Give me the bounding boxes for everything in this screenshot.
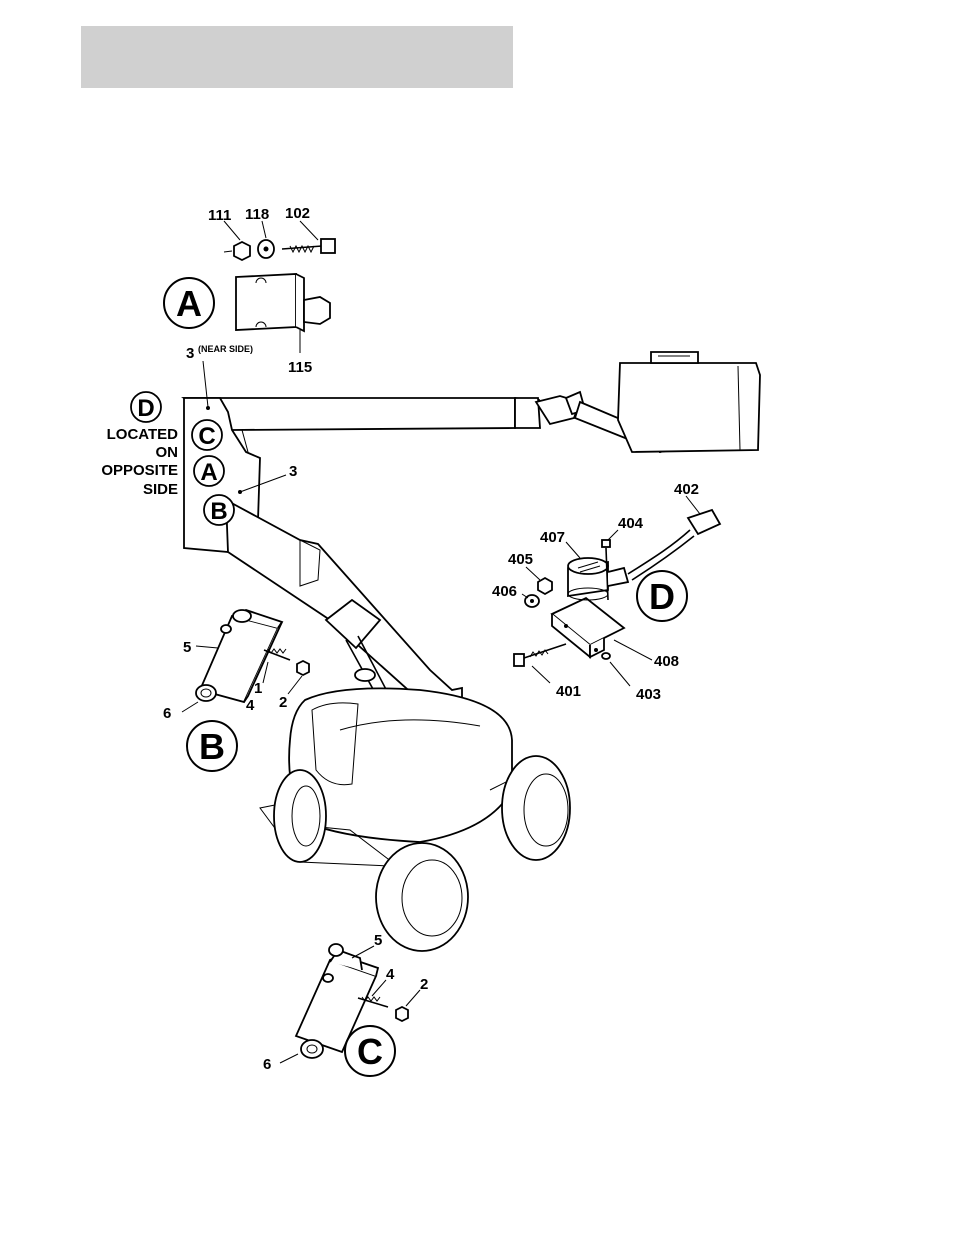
near-side-note: (NEAR SIDE): [198, 344, 253, 354]
bolt-102-head-icon: [321, 239, 335, 253]
near-side-number: 3: [186, 345, 194, 362]
located-line-4: SIDE: [143, 481, 178, 498]
mini-callout-a: A: [200, 459, 217, 486]
d-part-label-405: 405: [508, 551, 533, 568]
part-label-102: 102: [285, 205, 310, 222]
callout-a-letter: A: [176, 283, 202, 324]
b-part-label-1: 1: [254, 680, 262, 697]
d-part-label-406: 406: [492, 583, 517, 600]
d-part-label-407: 407: [540, 529, 565, 546]
callout-c-letter: C: [357, 1031, 383, 1072]
wheel-rear-left: [274, 770, 326, 862]
detail-b-group: 5 1 4 2 6 B: [163, 610, 309, 771]
d-part-label-402: 402: [674, 481, 699, 498]
c-part-label-2: 2: [420, 976, 428, 993]
located-line-2: ON: [156, 444, 179, 461]
callout-d-letter: D: [649, 576, 675, 617]
part-label-111: 111: [208, 207, 231, 224]
part-label-118: 118: [245, 206, 269, 223]
side-number: 3: [289, 463, 297, 480]
mini-callout-c: C: [198, 423, 215, 450]
callout-b-letter: B: [199, 726, 225, 767]
bracket-408-icon: [552, 598, 624, 645]
d-part-label-404: 404: [618, 515, 644, 532]
b-part-label-4: 4: [246, 697, 255, 714]
connector-402-icon: [688, 510, 720, 534]
d-part-label-408: 408: [654, 653, 679, 670]
nut-111-icon: [234, 242, 250, 260]
b-part-label-6: 6: [163, 705, 171, 722]
d-part-label-401: 401: [556, 683, 581, 700]
part-label-115: 115: [288, 359, 312, 376]
c-part-label-4: 4: [386, 966, 395, 983]
located-line-3: OPPOSITE: [101, 462, 178, 479]
b-part-label-5: 5: [183, 639, 191, 656]
detail-d-group: 402 404 407 405 406 408 401 403 D: [492, 481, 720, 703]
wheel-front: [376, 843, 468, 951]
detail-c-group: 5 4 2 6 C: [263, 932, 428, 1076]
c-part-label-6: 6: [263, 1056, 271, 1073]
wheel-rear-right: [502, 756, 570, 860]
d-part-label-403: 403: [636, 686, 661, 703]
mini-callout-d: D: [137, 395, 154, 422]
c-part-label-5: 5: [374, 932, 382, 949]
located-line-1: LOCATED: [107, 426, 179, 443]
mini-callout-b: B: [210, 498, 227, 525]
b-part-label-2: 2: [279, 694, 287, 711]
